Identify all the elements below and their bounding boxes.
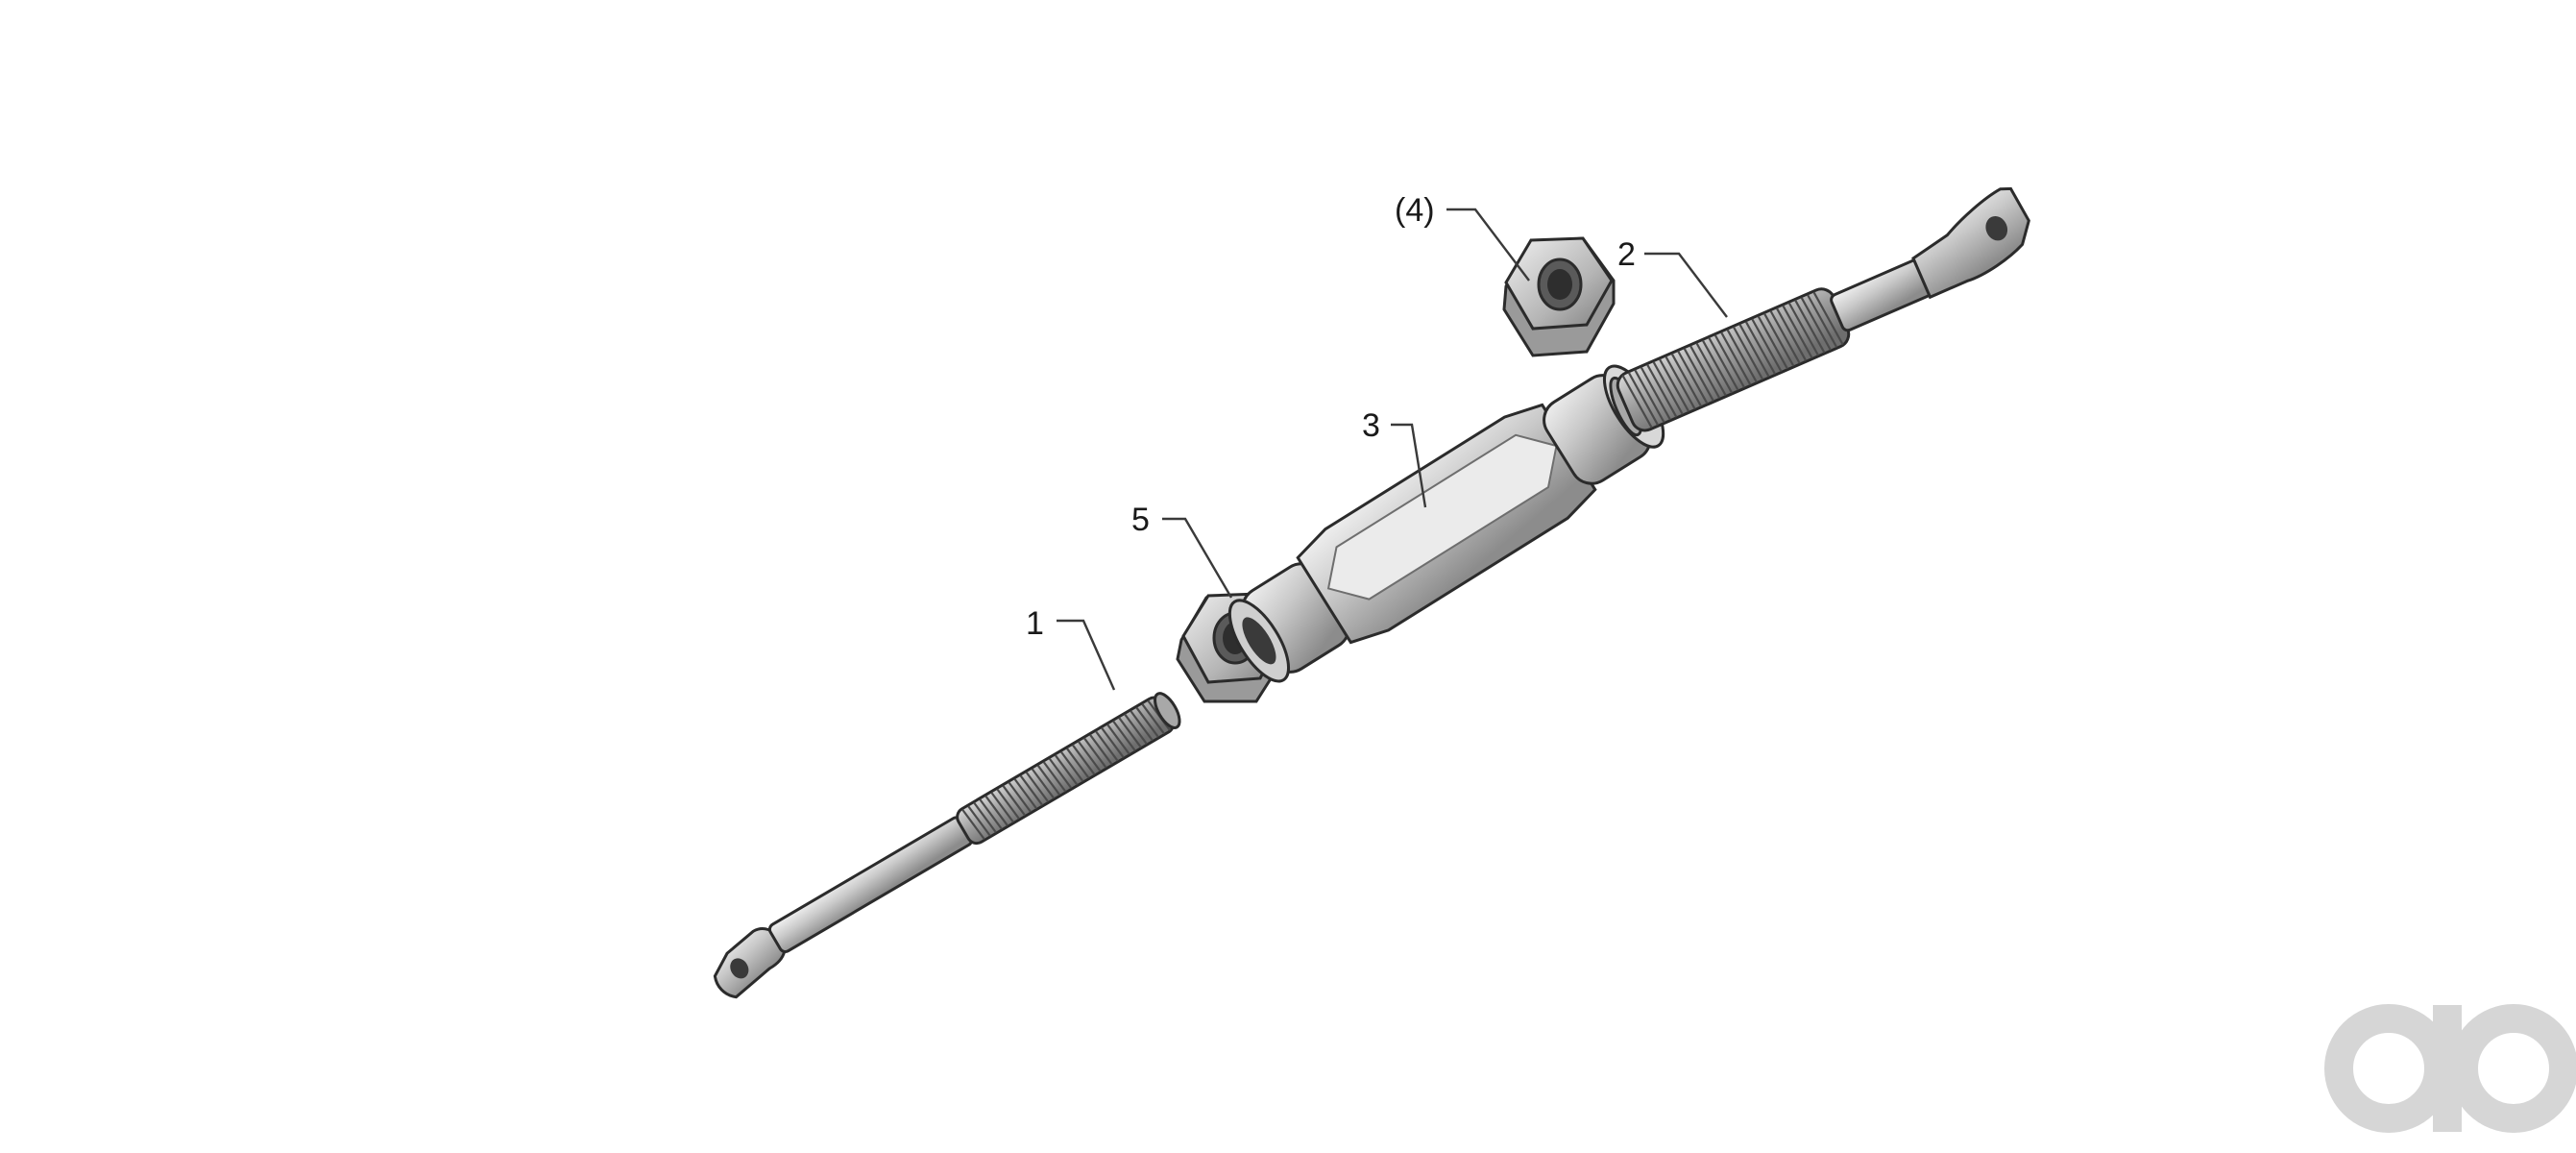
thread-line (1787, 302, 1819, 356)
thread-line (1677, 350, 1709, 405)
thread-line (996, 788, 1020, 820)
callout-1-label: 1 (1026, 605, 1044, 642)
thread-line (1782, 305, 1813, 359)
thread-line (1708, 337, 1739, 391)
sleeve (1227, 364, 1665, 683)
thread-line (1726, 329, 1758, 383)
thread-line (1065, 748, 1090, 779)
thread-line (1665, 356, 1696, 410)
thread-line (1036, 764, 1061, 796)
thread-line (967, 805, 991, 837)
thread-line (1089, 734, 1113, 766)
callout-4: (4) (1395, 192, 1530, 282)
thread-line (1763, 312, 1795, 367)
callout-3-leader (1391, 423, 1427, 508)
callout-3: 3 (1362, 407, 1427, 508)
thread-line (1118, 717, 1142, 748)
callout-5-label: 5 (1131, 502, 1150, 538)
thread-line (1627, 372, 1660, 426)
thread-line (1640, 366, 1671, 421)
rod-right-thread-lines (1621, 291, 1844, 429)
callout-4-leader (1446, 208, 1530, 282)
rod-left-shank (767, 816, 974, 954)
thread-line (1130, 710, 1154, 742)
thread-line (1670, 353, 1702, 407)
callout-3-label: 3 (1362, 407, 1380, 444)
callout-1-leader (1057, 619, 1116, 691)
thread-line (1738, 324, 1770, 378)
callout-2-label: 2 (1617, 236, 1636, 273)
thread-line (984, 795, 1009, 826)
thread-line (1059, 750, 1084, 782)
thread-line (990, 792, 1014, 823)
thread-line (1083, 737, 1107, 769)
thread-line (979, 798, 1003, 830)
thread-line (1658, 358, 1690, 412)
thread-line (1652, 361, 1684, 415)
thread-line (1744, 321, 1777, 375)
rod-right (1609, 186, 2030, 437)
thread-line (1720, 331, 1752, 385)
thread-line (1025, 771, 1050, 803)
ao-logo-icon (2324, 1004, 2576, 1133)
thread-line (1013, 778, 1038, 810)
thread-line (1695, 342, 1727, 397)
thread-line (1031, 768, 1056, 799)
rod-right-eye (1911, 186, 2030, 300)
rod-left-thread-lines (961, 699, 1171, 841)
thread-line (1713, 334, 1745, 388)
callout-5: 5 (1131, 502, 1233, 599)
rod-left-thread-end (1154, 692, 1181, 729)
thread-line (1646, 363, 1678, 418)
thread-line (1812, 291, 1844, 346)
thread-line (1112, 720, 1136, 751)
sleeve-hex-flat (1326, 433, 1558, 601)
rod-left (713, 692, 1181, 999)
thread-line (1775, 307, 1808, 361)
rod-left-eye-hole (730, 958, 749, 979)
thread-line (1135, 706, 1159, 738)
thread-line (1683, 348, 1714, 402)
thread-line (1095, 730, 1119, 762)
thread-line (1733, 326, 1764, 380)
thread-line (1757, 315, 1788, 370)
thread-line (1106, 724, 1130, 755)
thread-line (1019, 774, 1044, 806)
nut-upper-bore-inner (1547, 269, 1572, 300)
thread-line (1101, 726, 1125, 758)
thread-line (961, 808, 985, 841)
ao-logo-a-bowl (2324, 1004, 2453, 1133)
thread-line (1807, 294, 1838, 348)
thread-line (1751, 318, 1783, 373)
thread-line (1008, 781, 1032, 813)
thread-line (1769, 310, 1801, 364)
thread-line (1077, 741, 1102, 773)
nut-upper (1502, 236, 1616, 357)
rod-left-eye (713, 926, 787, 999)
thread-line (1054, 754, 1079, 786)
thread-line (1621, 375, 1653, 429)
sleeve-left-bore (1242, 617, 1276, 665)
thread-line (1141, 703, 1165, 735)
callout-2: 2 (1617, 236, 1728, 318)
callout-1: 1 (1026, 605, 1116, 691)
thread-line (1042, 761, 1067, 793)
thread-line (1002, 785, 1026, 817)
thread-line (1800, 297, 1832, 351)
thread-line (1071, 744, 1096, 775)
thread-line (1048, 757, 1073, 789)
thread-line (1794, 299, 1826, 354)
thread-line (1701, 339, 1734, 394)
thread-line (1689, 345, 1721, 399)
callout-5-leader (1162, 517, 1233, 599)
callout-2-leader (1644, 252, 1728, 318)
thread-line (1124, 713, 1148, 745)
callout-4-label: (4) (1395, 192, 1435, 229)
thread-line (1634, 369, 1665, 424)
thread-line (973, 801, 997, 833)
rod-right-eye-hole (1985, 215, 2008, 241)
ao-logo-o (2449, 1004, 2576, 1133)
rod-right-thread (1616, 287, 1851, 432)
